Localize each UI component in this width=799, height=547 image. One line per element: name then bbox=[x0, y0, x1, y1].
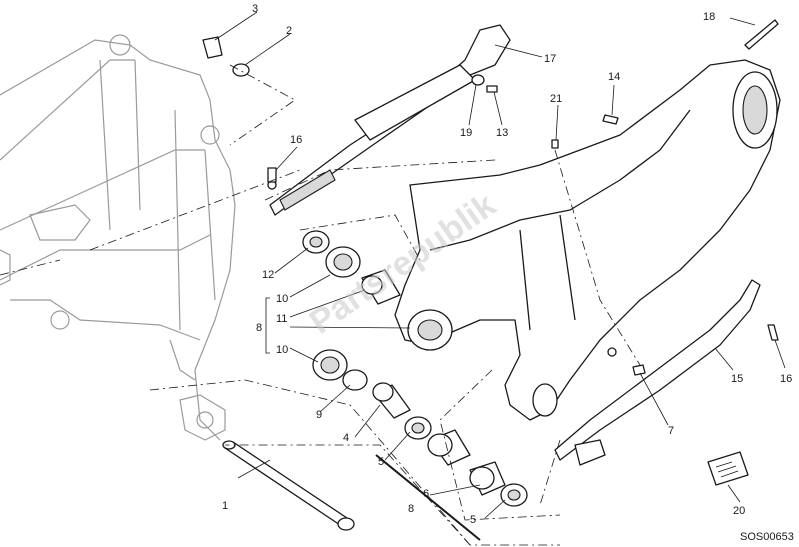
callout-13: 13 bbox=[496, 127, 508, 139]
callout-9: 9 bbox=[316, 409, 322, 421]
callout-11: 11 bbox=[276, 313, 287, 325]
callout-1: 1 bbox=[222, 500, 228, 512]
callout-4: 4 bbox=[343, 432, 349, 444]
leader-lines bbox=[214, 11, 786, 541]
fasteners bbox=[202, 19, 779, 376]
callout-8b: 8 bbox=[408, 503, 414, 515]
callout-5a: 5 bbox=[378, 456, 384, 468]
callout-14: 14 bbox=[608, 71, 620, 83]
assembly-lines bbox=[0, 64, 641, 546]
callout-10a: 10 bbox=[276, 293, 288, 305]
callout-labels: 3 2 17 18 14 21 16 19 13 12 10 11 8 10 9… bbox=[222, 3, 792, 526]
callout-6: 6 bbox=[423, 488, 429, 500]
callout-16a: 16 bbox=[290, 134, 302, 146]
warning-label bbox=[707, 451, 749, 486]
bearing-stack bbox=[302, 230, 528, 507]
swingarm bbox=[394, 59, 781, 421]
callout-7: 7 bbox=[668, 425, 674, 437]
callout-16b: 16 bbox=[780, 373, 792, 385]
callout-18: 18 bbox=[703, 11, 715, 23]
callout-19: 19 bbox=[460, 127, 472, 139]
callout-21: 21 bbox=[550, 93, 562, 105]
callout-15: 15 bbox=[731, 373, 743, 385]
pivot-shaft bbox=[222, 440, 355, 531]
callout-10b: 10 bbox=[276, 344, 288, 356]
callout-17: 17 bbox=[544, 53, 556, 65]
callout-20: 20 bbox=[733, 505, 745, 517]
callout-5b: 5 bbox=[470, 514, 476, 526]
callout-2: 2 bbox=[286, 25, 292, 37]
chain-slider bbox=[554, 279, 761, 466]
frame-outline bbox=[0, 34, 236, 441]
callout-12: 12 bbox=[262, 269, 274, 281]
callout-8a: 8 bbox=[256, 322, 262, 334]
callout-3: 3 bbox=[252, 3, 258, 15]
drawing-code: SOS00653 bbox=[740, 531, 794, 543]
